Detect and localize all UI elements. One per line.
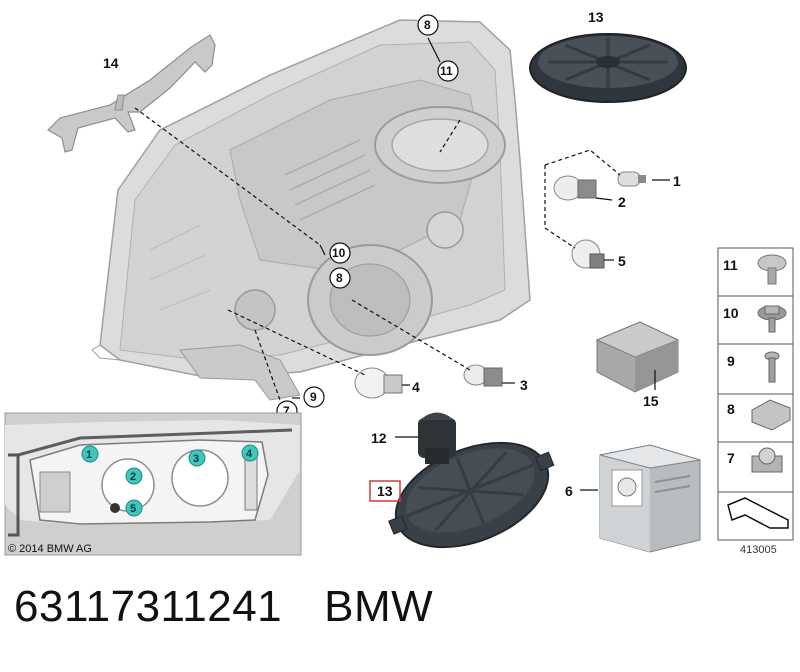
leader-lines — [134, 107, 621, 401]
inset-front-view: 1 2 3 4 5 © 2014 BMW AG — [4, 412, 302, 556]
callout-11: 11 — [440, 64, 453, 78]
socket-part-12 — [418, 412, 456, 464]
panel-label-9: 9 — [727, 353, 735, 369]
callout-2: 2 — [618, 194, 626, 210]
inset-marker-1: 1 — [86, 449, 92, 461]
callout-7: 7 — [283, 404, 290, 418]
callout-8-mid: 8 — [336, 271, 343, 285]
inset-marker-2: 2 — [130, 471, 136, 483]
bulb-part-2 — [553, 175, 597, 201]
callout-14: 14 — [103, 55, 119, 71]
cover-cap-part-13-top — [529, 33, 687, 103]
bulb-part-1 — [617, 171, 646, 187]
headlight-housing — [91, 19, 531, 401]
cover-cap-part-13-lower — [388, 441, 555, 549]
part-number: 63117311241 — [14, 582, 283, 631]
callout-6: 6 — [565, 483, 573, 499]
solid-leader-lines — [292, 37, 670, 491]
callout-12: 12 — [371, 430, 387, 446]
bulb-part-4 — [354, 367, 403, 399]
diagram-number: 413005 — [740, 544, 777, 556]
callout-15: 15 — [643, 393, 659, 409]
callout-13-top: 13 — [588, 9, 604, 25]
bulb-part-5 — [571, 239, 605, 269]
callout-5: 5 — [618, 253, 626, 269]
panel-label-11: 11 — [723, 257, 738, 273]
copyright-text: © 2014 BMW AG — [8, 543, 92, 555]
callout-1: 1 — [673, 173, 681, 189]
inset-marker-3: 3 — [193, 453, 199, 465]
brand-name: BMW — [324, 582, 434, 631]
bulb-part-3 — [463, 364, 503, 387]
callout-13-highlight: 13 — [377, 483, 393, 499]
box-part-15 — [595, 321, 680, 393]
highlight-box — [369, 480, 401, 502]
callout-4: 4 — [412, 379, 420, 395]
panel-label-7: 7 — [727, 450, 735, 466]
fastener-panel: 11 10 9 8 7 — [717, 247, 794, 541]
part-footer: 63117311241 BMW — [14, 582, 433, 632]
inset-marker-5: 5 — [130, 503, 136, 515]
bracket-part-14 — [47, 34, 216, 153]
callouts: 1 2 3 4 5 6 15 13 14 12 8 11 10 8 9 7 13 — [103, 9, 681, 502]
panel-label-8: 8 — [727, 401, 735, 417]
callout-9: 9 — [310, 390, 317, 404]
callout-3: 3 — [520, 377, 528, 393]
packaged-bulb-part-6 — [599, 444, 701, 553]
callout-8-top: 8 — [424, 18, 431, 32]
callout-10: 10 — [332, 246, 346, 260]
panel-label-10: 10 — [723, 305, 739, 321]
inset-marker-4: 4 — [246, 448, 253, 460]
